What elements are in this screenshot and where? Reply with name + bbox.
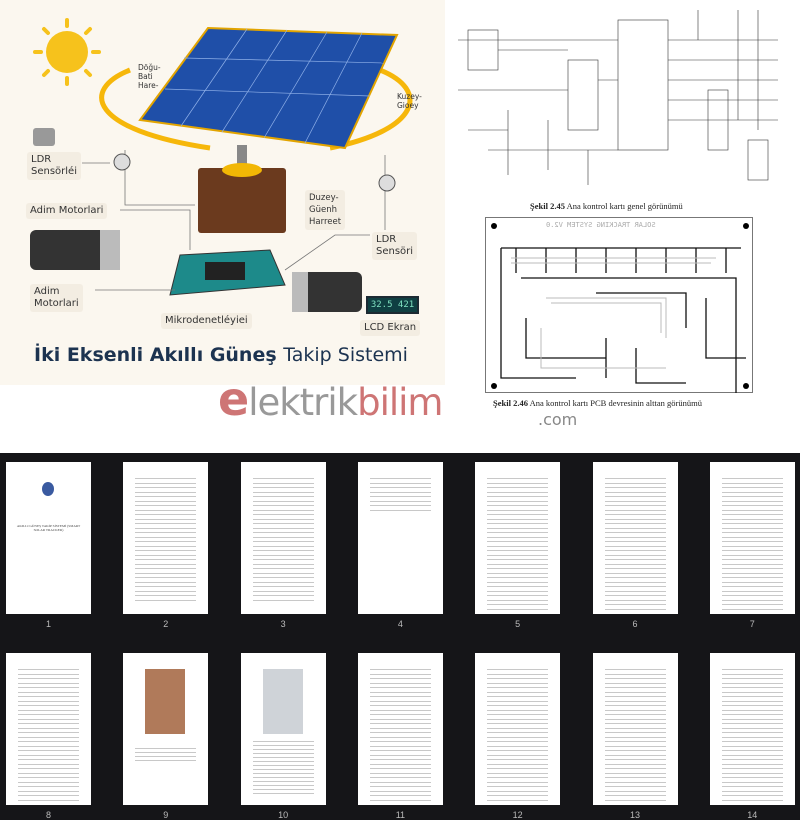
illustration-title: İki Eksenli Akıllı Güneş Takip Sistemi (34, 344, 408, 366)
label-lcd: LCD Ekran (360, 320, 421, 336)
fig2-text: Ana kontrol kartı PCB devresinin alttan … (529, 398, 702, 408)
page-thumbnail-viewer: AKILLI GÜNEŞ TAKİP SİSTEMİ (SMART SOLAR … (0, 453, 800, 820)
control-board-schematic (458, 10, 778, 185)
page-photo (145, 669, 186, 734)
label-elevation: Duzey- Güenh Harreet (305, 190, 346, 230)
logo-end: bilim (357, 381, 443, 424)
page-number: 5 (515, 619, 521, 629)
cover-title: AKILLI GÜNEŞ TAKİP SİSTEMİ (SMART SOLAR … (16, 524, 81, 532)
pcb-layout: SOLAR TRACKING SYSTEM V2.0 (485, 217, 753, 393)
fig1-number: Şekil 2.45 (530, 201, 565, 211)
page-thumbnail[interactable]: AKILLI GÜNEŞ TAKİP SİSTEMİ (SMART SOLAR … (6, 462, 91, 614)
fig1-text: Ana kontrol kartı genel görünümü (566, 201, 683, 211)
label-east-west: Döğu- Bati Hare- (138, 63, 161, 90)
logo-mid: lektrik (248, 381, 358, 424)
label-microcontroller: Mikrodenetléyiei (161, 313, 252, 329)
page-thumbnail[interactable] (357, 653, 443, 805)
illustration-graphic (30, 18, 413, 312)
lcd-display: 32.5 421 (366, 296, 419, 314)
page-number: 3 (280, 619, 286, 629)
title-bold: İki Eksenli Akıllı Güneş (34, 344, 277, 366)
label-ldr-right: LDR Sensöri (372, 232, 418, 260)
figure-caption-1: Şekil 2.45 Ana kontrol kartı genel görün… (530, 201, 683, 211)
logo-tld: .com (538, 410, 578, 429)
label-step-motor-bottom: Adim Motorlari (30, 284, 83, 312)
label-step-motor-top: Adim Motorlari (26, 203, 108, 219)
logo-e: e (218, 372, 249, 426)
page-photo (262, 669, 303, 734)
page-number: 11 (395, 810, 406, 820)
label-ldr-left: LDR Sensörléi (27, 152, 81, 180)
solar-tracker-illustration: Döğu- Bati Hare- Kuzey- Gioey LDR Sensör… (0, 0, 445, 385)
page-number: 14 (747, 810, 758, 820)
university-seal (42, 482, 54, 496)
pcb-traces (491, 223, 749, 393)
page-number: 12 (512, 810, 523, 820)
page-thumbnail[interactable] (592, 653, 678, 805)
page-number: 4 (397, 619, 403, 629)
page-thumbnail[interactable] (357, 462, 443, 614)
elektrikbilim-logo: elektrikbilim (218, 372, 443, 426)
page-number: 7 (749, 619, 755, 629)
figure-caption-2: Şekil 2.46 Ana kontrol kartı PCB devresi… (493, 398, 702, 408)
page-thumbnail[interactable] (709, 462, 795, 614)
page-number: 10 (278, 810, 289, 820)
page-thumbnail[interactable] (475, 653, 561, 805)
page-thumbnail[interactable] (475, 462, 561, 614)
page-number: 6 (632, 619, 638, 629)
page-thumbnail[interactable] (240, 462, 326, 614)
sun-icon (33, 18, 101, 86)
page-thumbnail[interactable] (592, 462, 678, 614)
page-number: 2 (163, 619, 169, 629)
page-thumbnail[interactable] (709, 653, 795, 805)
page-number: 1 (45, 619, 51, 629)
fig2-number: Şekil 2.46 (493, 398, 528, 408)
page-number: 13 (629, 810, 640, 820)
page-number: 9 (163, 810, 169, 820)
page-number: 8 (45, 810, 51, 820)
label-north-south: Kuzey- Gioey (397, 92, 422, 110)
page-thumbnail[interactable] (123, 462, 209, 614)
title-light: Takip Sistemi (283, 344, 408, 366)
page-thumbnail[interactable] (123, 653, 209, 805)
page-thumbnail[interactable] (6, 653, 91, 805)
page-thumbnail[interactable] (240, 653, 326, 805)
